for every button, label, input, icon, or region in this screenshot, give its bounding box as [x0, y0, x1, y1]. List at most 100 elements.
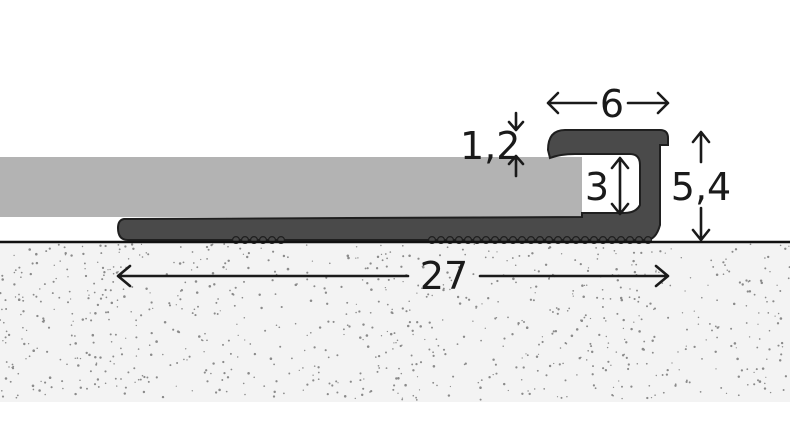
substrate-speckle: [191, 390, 194, 392]
substrate-speckle: [369, 311, 372, 314]
substrate-speckle: [362, 323, 365, 326]
substrate-speckle: [428, 321, 431, 324]
substrate-speckle: [738, 281, 742, 284]
substrate-speckle: [488, 375, 491, 379]
substrate-speckle: [602, 247, 605, 249]
substrate-speckle: [444, 353, 447, 356]
substrate-speckle: [653, 308, 655, 311]
substrate-speckle: [556, 396, 559, 398]
substrate-speckle: [495, 372, 498, 375]
substrate-speckle: [596, 296, 599, 299]
substrate-speckle: [674, 383, 677, 386]
substrate-speckle: [736, 357, 739, 361]
substrate-speckle: [621, 385, 623, 388]
substrate-speckle: [442, 287, 445, 290]
substrate-speckle: [759, 279, 763, 282]
substrate-speckle: [411, 329, 414, 332]
substrate-speckle: [449, 288, 451, 291]
substrate-speckle: [15, 396, 18, 399]
substrate-speckle: [616, 279, 620, 282]
substrate-speckle: [661, 374, 664, 376]
substrate-speckle: [239, 247, 242, 250]
substrate-speckle: [412, 369, 415, 372]
substrate-speckle: [496, 279, 499, 283]
substrate-speckle: [176, 362, 179, 364]
substrate-speckle: [424, 338, 426, 341]
substrate-speckle: [633, 321, 635, 323]
substrate-speckle: [441, 319, 444, 321]
substrate-speckle: [234, 286, 237, 289]
substrate-speckle: [212, 362, 215, 365]
floor-tile: [0, 157, 582, 217]
substrate-speckle: [210, 372, 212, 375]
substrate-speckle: [150, 301, 153, 304]
substrate-speckle: [585, 359, 588, 361]
substrate-speckle: [249, 343, 252, 345]
substrate-speckle: [398, 367, 400, 370]
substrate-speckle: [245, 255, 249, 259]
substrate-speckle: [545, 374, 548, 377]
substrate-speckle: [14, 269, 17, 271]
substrate-speckle: [8, 366, 10, 368]
substrate-speckle: [227, 245, 229, 248]
substrate-speckle: [651, 339, 654, 343]
substrate-speckle: [192, 262, 195, 264]
substrate-speckle: [666, 368, 669, 372]
substrate-speckle: [280, 305, 283, 309]
substrate-speckle: [173, 261, 175, 264]
substrate-speckle: [710, 259, 713, 262]
substrate-speckle: [349, 380, 352, 383]
substrate-speckle: [0, 292, 2, 295]
substrate-speckle: [386, 303, 389, 306]
substrate-speckle: [438, 254, 442, 257]
substrate-speckle: [177, 295, 179, 297]
substrate-speckle: [548, 364, 552, 368]
substrate-speckle: [576, 374, 578, 376]
substrate-speckle: [651, 351, 654, 354]
substrate-speckle: [592, 384, 596, 387]
substrate-speckle: [480, 339, 482, 342]
substrate-speckle: [481, 303, 483, 305]
substrate-speckle: [217, 298, 219, 300]
substrate-speckle: [627, 363, 630, 366]
substrate-speckle: [548, 277, 550, 280]
substrate-speckle: [544, 263, 548, 266]
substrate-speckle: [645, 362, 648, 365]
substrate-speckle: [82, 252, 85, 256]
substrate-speckle: [150, 331, 153, 335]
substrate-speckle: [497, 300, 499, 303]
substrate-speckle: [188, 355, 191, 358]
substrate-speckle: [140, 314, 143, 317]
substrate-speckle: [589, 342, 592, 345]
substrate-speckle: [735, 347, 737, 349]
substrate-speckle: [70, 334, 73, 337]
substrate-speckle: [4, 336, 7, 339]
substrate-speckle: [112, 355, 115, 358]
substrate-speckle: [225, 390, 228, 393]
substrate-speckle: [272, 250, 275, 253]
substrate-speckle: [780, 353, 783, 356]
substrate-speckle: [674, 384, 677, 387]
substrate-speckle: [163, 320, 167, 324]
substrate-speckle: [94, 312, 97, 315]
substrate-speckle: [408, 300, 410, 302]
substrate-speckle: [342, 328, 345, 331]
substrate-speckle: [210, 243, 213, 247]
substrate-speckle: [103, 274, 105, 277]
substrate-speckle: [124, 386, 127, 389]
substrate-speckle: [104, 244, 107, 248]
substrate-speckle: [435, 338, 438, 341]
substrate-speckle: [699, 391, 702, 393]
substrate-speckle: [93, 282, 96, 285]
substrate-speckle: [69, 298, 72, 300]
substrate-speckle: [688, 381, 691, 384]
substrate-speckle: [375, 356, 377, 358]
substrate-speckle: [377, 354, 381, 358]
substrate-speckle: [1, 308, 3, 311]
substrate-speckle: [114, 377, 117, 380]
substrate-speckle: [223, 372, 226, 375]
substrate-speckle: [112, 280, 115, 283]
substrate-speckle: [378, 367, 381, 369]
substrate-speckle: [684, 348, 687, 351]
substrate-speckle: [384, 286, 387, 289]
